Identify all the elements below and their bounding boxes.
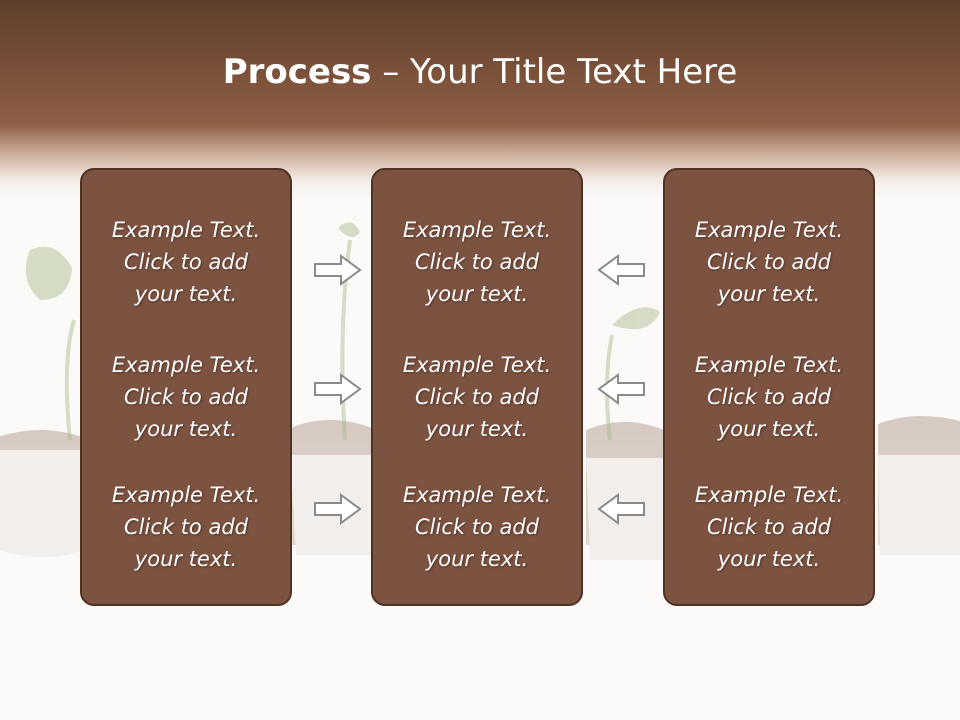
- text-line: Example Text.: [111, 483, 261, 507]
- text-block[interactable]: Example Text. Click to add your text.: [665, 479, 873, 575]
- text-line: Example Text.: [402, 483, 552, 507]
- text-line: your text.: [134, 547, 238, 571]
- slide-title[interactable]: Process – Your Title Text Here: [0, 52, 960, 92]
- process-box-left[interactable]: Example Text. Click to add your text. Ex…: [80, 168, 292, 606]
- text-block[interactable]: Example Text. Click to add your text.: [373, 349, 581, 445]
- process-box-right[interactable]: Example Text. Click to add your text. Ex…: [663, 168, 875, 606]
- text-line: Click to add: [414, 250, 539, 274]
- text-line: Click to add: [123, 385, 248, 409]
- text-block[interactable]: Example Text. Click to add your text.: [665, 214, 873, 310]
- arrow-left-icon: [597, 493, 645, 525]
- text-block[interactable]: Example Text. Click to add your text.: [82, 349, 290, 445]
- text-line: your text.: [425, 282, 529, 306]
- text-line: Click to add: [123, 515, 248, 539]
- arrow-right-icon: [314, 254, 362, 286]
- process-box-center[interactable]: Example Text. Click to add your text. Ex…: [371, 168, 583, 606]
- text-block[interactable]: Example Text. Click to add your text.: [665, 349, 873, 445]
- text-line: Click to add: [414, 515, 539, 539]
- text-line: Click to add: [706, 515, 831, 539]
- text-line: your text.: [717, 282, 821, 306]
- text-line: Click to add: [414, 385, 539, 409]
- title-bar: [0, 0, 960, 200]
- text-line: Example Text.: [111, 353, 261, 377]
- arrow-right-icon: [314, 493, 362, 525]
- text-line: your text.: [717, 417, 821, 441]
- text-line: your text.: [425, 547, 529, 571]
- text-line: Example Text.: [402, 353, 552, 377]
- text-line: Example Text.: [694, 353, 844, 377]
- title-rest-text: – Your Title Text Here: [371, 52, 738, 92]
- text-block[interactable]: Example Text. Click to add your text.: [82, 214, 290, 310]
- text-block[interactable]: Example Text. Click to add your text.: [373, 479, 581, 575]
- text-line: your text.: [134, 417, 238, 441]
- text-line: Example Text.: [111, 218, 261, 242]
- arrow-left-icon: [597, 254, 645, 286]
- text-line: Click to add: [123, 250, 248, 274]
- text-line: your text.: [425, 417, 529, 441]
- text-line: Click to add: [706, 250, 831, 274]
- title-bold-text: Process: [222, 52, 372, 92]
- text-block[interactable]: Example Text. Click to add your text.: [82, 479, 290, 575]
- text-line: Click to add: [706, 385, 831, 409]
- arrow-right-icon: [314, 373, 362, 405]
- text-line: Example Text.: [402, 218, 552, 242]
- text-line: Example Text.: [694, 483, 844, 507]
- text-line: your text.: [134, 282, 238, 306]
- text-line: your text.: [717, 547, 821, 571]
- arrow-left-icon: [597, 373, 645, 405]
- text-block[interactable]: Example Text. Click to add your text.: [373, 214, 581, 310]
- text-line: Example Text.: [694, 218, 844, 242]
